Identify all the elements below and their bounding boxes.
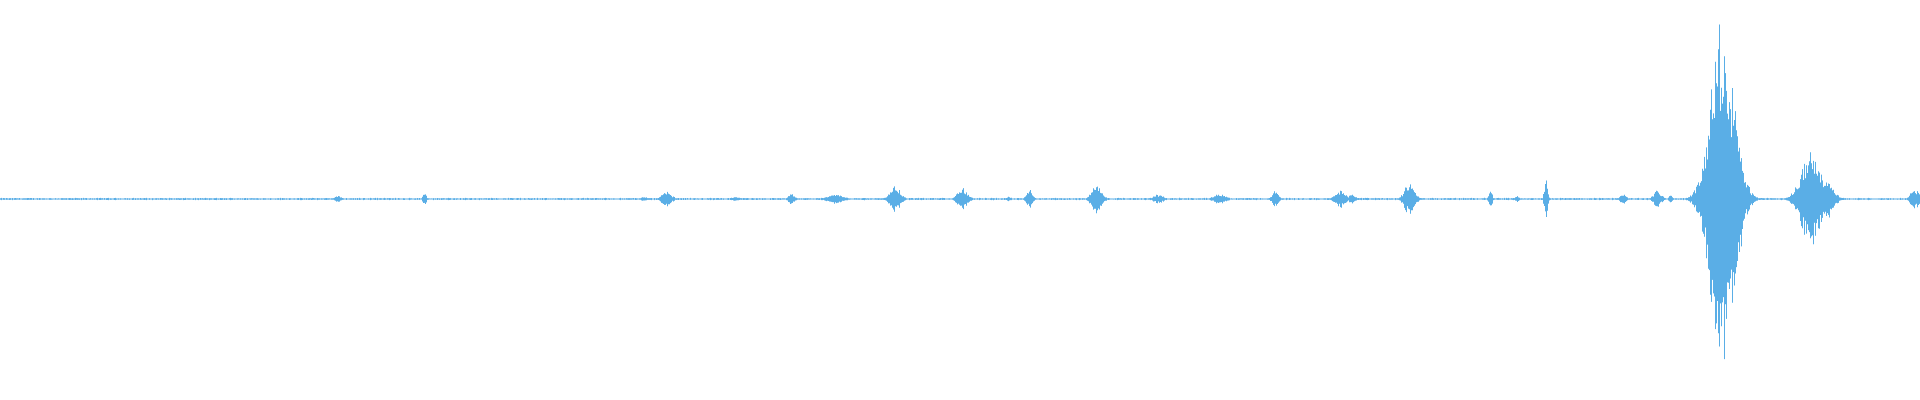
- waveform-peaks: [0, 24, 1920, 360]
- waveform-samples: [0, 24, 1920, 360]
